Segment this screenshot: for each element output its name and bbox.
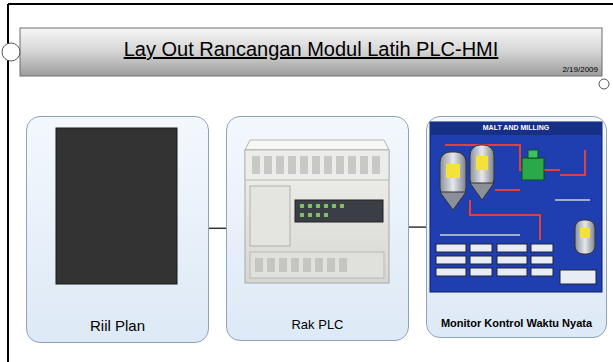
component-box: Rak PLC bbox=[226, 116, 409, 341]
connector-line bbox=[409, 226, 426, 228]
title-banner bbox=[20, 28, 602, 76]
scroll-curl bbox=[599, 79, 609, 89]
component-label: Riil Plan bbox=[27, 317, 208, 335]
frame-line bbox=[8, 3, 613, 5]
plc-unit bbox=[245, 140, 389, 283]
scroll-curl bbox=[2, 43, 20, 61]
screen-title: MALT AND MILLING bbox=[430, 124, 602, 131]
component-box: Riil Plan bbox=[26, 116, 209, 343]
connector-line bbox=[209, 228, 226, 230]
hmi-screenshot bbox=[430, 122, 602, 292]
date-label: 2/19/2009 bbox=[538, 65, 598, 74]
slide-title: Lay Out Rancangan Modul Latih PLC-HMI bbox=[20, 38, 602, 61]
component-label: Rak PLC bbox=[227, 317, 408, 333]
component-label: Monitor Kontrol Waktu Nyata bbox=[427, 317, 606, 330]
component-box: Monitor Kontrol Waktu Nyata bbox=[426, 116, 607, 338]
plant-panel bbox=[56, 128, 177, 284]
